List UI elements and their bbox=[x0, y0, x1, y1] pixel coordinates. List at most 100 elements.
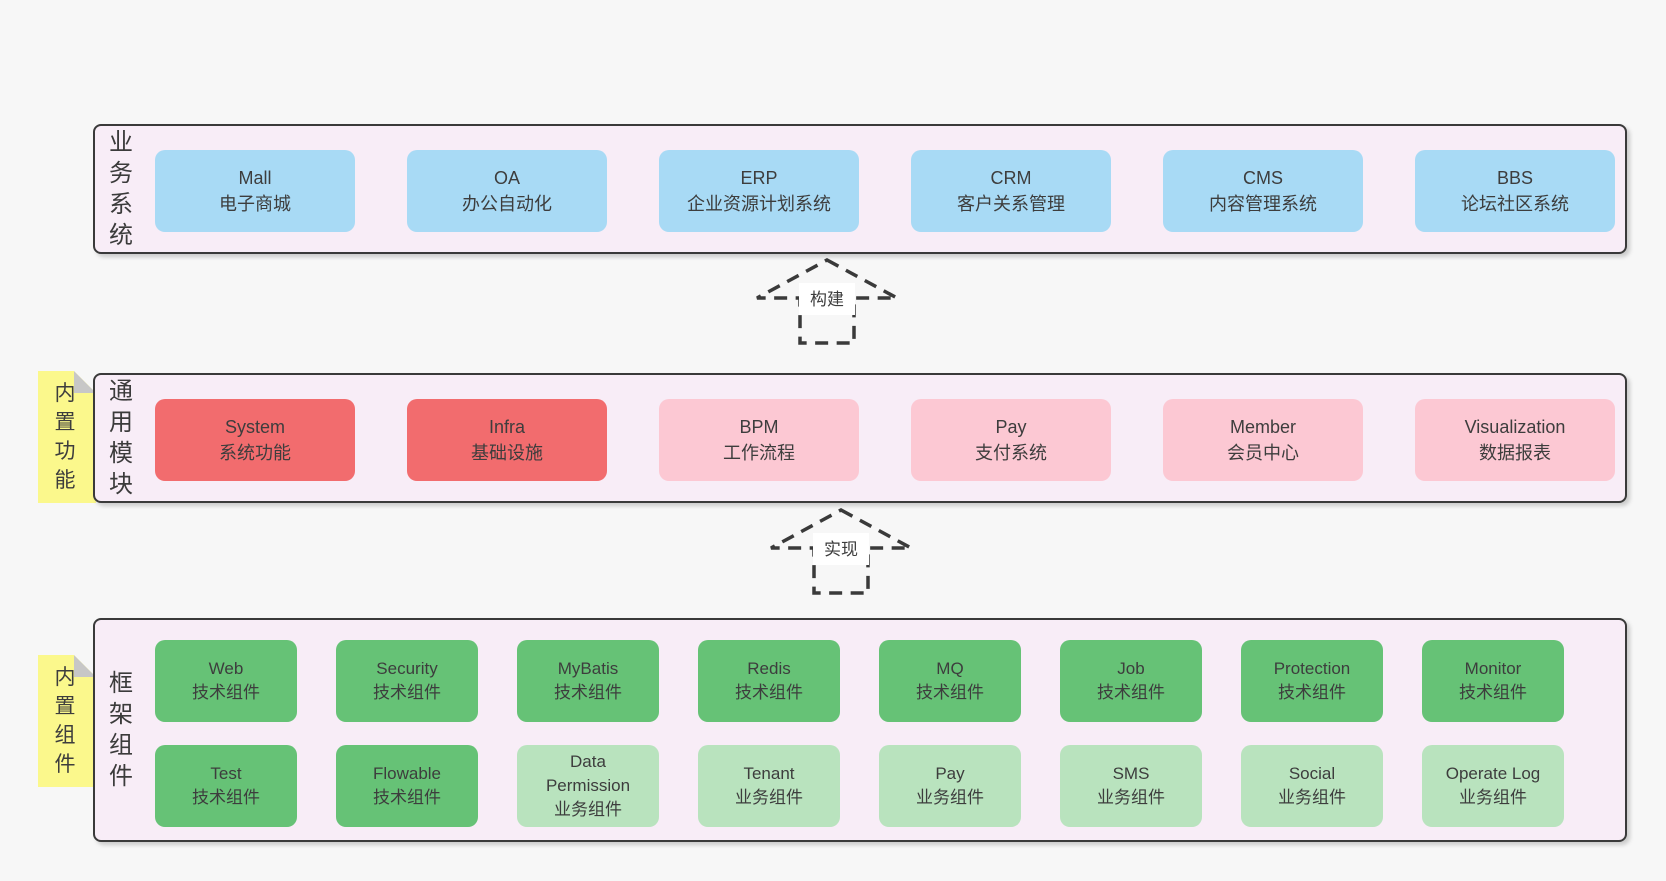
box-title: Mall bbox=[238, 168, 272, 188]
box-subtitle: 技术组件 bbox=[1097, 683, 1165, 702]
box-subtitle: 技术组件 bbox=[1459, 683, 1527, 702]
box-subtitle: 技术组件 bbox=[373, 683, 441, 702]
box-bbs: BBS 论坛社区系统 bbox=[1415, 150, 1615, 232]
box-subtitle: 会员中心 bbox=[1227, 443, 1299, 463]
implement-arrow-icon: 实现 bbox=[770, 508, 912, 595]
box-title: Web bbox=[208, 659, 244, 678]
box-mall: Mall 电子商城 bbox=[155, 150, 355, 232]
build-arrow-icon: 构建 bbox=[756, 258, 898, 345]
arrow-label: 实现 bbox=[824, 540, 858, 559]
box-title: MQ bbox=[936, 659, 964, 678]
box-title: Security bbox=[376, 659, 438, 678]
box-title: ERP bbox=[740, 168, 778, 188]
box-subtitle: 技术组件 bbox=[916, 683, 984, 702]
box-subtitle: 技术组件 bbox=[554, 683, 622, 702]
box-subtitle: 技术组件 bbox=[192, 683, 260, 702]
box-sms: SMS 业务组件 bbox=[1060, 745, 1202, 827]
box-title: Infra bbox=[488, 417, 526, 437]
box-subtitle: 系统功能 bbox=[219, 443, 291, 463]
box-tenant: Tenant 业务组件 bbox=[698, 745, 840, 827]
box-subtitle: 企业资源计划系统 bbox=[687, 194, 831, 214]
box-subtitle: 业务组件 bbox=[1278, 788, 1346, 807]
box-subtitle: 技术组件 bbox=[192, 788, 260, 807]
box-title: Member bbox=[1229, 417, 1296, 437]
box-subtitle: 业务组件 bbox=[1097, 788, 1165, 807]
box-pay-component: Pay 业务组件 bbox=[879, 745, 1021, 827]
arrow-label-bg bbox=[799, 283, 855, 315]
sticky-note-builtin-components: 内置组件 bbox=[38, 655, 96, 787]
box-pay-system: Pay 支付系统 bbox=[911, 399, 1111, 481]
box-crm: CRM 客户关系管理 bbox=[911, 150, 1111, 232]
box-data-permission: Data Permission 业务组件 bbox=[517, 745, 659, 827]
box-title: Operate Log bbox=[1445, 764, 1541, 783]
box-subtitle: 支付系统 bbox=[975, 443, 1047, 463]
box-title: Pay bbox=[995, 417, 1027, 437]
box-erp: ERP 企业资源计划系统 bbox=[659, 150, 859, 232]
box-subtitle: 技术组件 bbox=[1278, 683, 1346, 702]
panel-business-systems: 业务系统 Mall 电子商城 OA 办公自动化 ERP 企业资源计划系统 CRM… bbox=[93, 124, 1627, 254]
box-mq: MQ 技术组件 bbox=[879, 640, 1021, 722]
box-subtitle: 内容管理系统 bbox=[1209, 194, 1317, 214]
box-monitor: Monitor 技术组件 bbox=[1422, 640, 1564, 722]
box-title: SMS bbox=[1112, 764, 1150, 783]
box-title: Job bbox=[1117, 659, 1145, 678]
box-title: System bbox=[224, 417, 285, 437]
box-title: BBS bbox=[1496, 168, 1534, 188]
box-title: MyBatis bbox=[557, 659, 619, 678]
panel-framework-components: 框架组件 Web 技术组件 Security 技术组件 MyBatis 技术组件… bbox=[93, 618, 1627, 842]
box-member: Member 会员中心 bbox=[1163, 399, 1363, 481]
box-subtitle: 客户关系管理 bbox=[957, 194, 1065, 214]
arrow-label-bg bbox=[813, 533, 869, 565]
arrow-outline bbox=[770, 508, 912, 595]
box-protection: Protection 技术组件 bbox=[1241, 640, 1383, 722]
box-title: OA bbox=[493, 168, 520, 188]
box-operate-log: Operate Log 业务组件 bbox=[1422, 745, 1564, 827]
box-title: Social bbox=[1288, 764, 1336, 783]
box-subtitle: 业务组件 bbox=[554, 800, 622, 819]
note-label: 内置组件 bbox=[54, 666, 76, 776]
box-cms: CMS 内容管理系统 bbox=[1163, 150, 1363, 232]
box-oa: OA 办公自动化 bbox=[407, 150, 607, 232]
box-subtitle: 业务组件 bbox=[1459, 788, 1527, 807]
panel-label-framework-components: 框架组件 bbox=[109, 670, 133, 790]
box-title: Redis bbox=[747, 659, 791, 678]
box-subtitle: 技术组件 bbox=[735, 683, 803, 702]
box-title: Tenant bbox=[743, 764, 795, 783]
arrow-outline bbox=[756, 258, 898, 345]
box-job: Job 技术组件 bbox=[1060, 640, 1202, 722]
box-title: Visualization bbox=[1464, 417, 1566, 437]
box-subtitle: 技术组件 bbox=[373, 788, 441, 807]
box-subtitle: 基础设施 bbox=[471, 443, 543, 463]
box-visualization: Visualization 数据报表 bbox=[1415, 399, 1615, 481]
box-subtitle: 业务组件 bbox=[916, 788, 984, 807]
box-bpm: BPM 工作流程 bbox=[659, 399, 859, 481]
box-social: Social 业务组件 bbox=[1241, 745, 1383, 827]
box-subtitle: 工作流程 bbox=[723, 443, 795, 463]
box-title: CMS bbox=[1243, 168, 1283, 188]
box-title: Test bbox=[210, 764, 242, 783]
box-infra: Infra 基础设施 bbox=[407, 399, 607, 481]
box-title: Protection bbox=[1273, 659, 1351, 678]
panel-label-common-modules: 通用模块 bbox=[109, 378, 133, 498]
panel-common-modules: 通用模块 System 系统功能 Infra 基础设施 BPM 工作流程 Pay… bbox=[93, 373, 1627, 503]
panel-label-business-systems: 业务系统 bbox=[109, 129, 133, 249]
box-redis: Redis 技术组件 bbox=[698, 640, 840, 722]
box-subtitle: 业务组件 bbox=[735, 788, 803, 807]
box-title: Pay bbox=[935, 764, 965, 783]
box-title: CRM bbox=[990, 168, 1032, 188]
box-security: Security 技术组件 bbox=[336, 640, 478, 722]
box-test: Test 技术组件 bbox=[155, 745, 297, 827]
box-flowable: Flowable 技术组件 bbox=[336, 745, 478, 827]
box-subtitle: 办公自动化 bbox=[462, 194, 552, 214]
box-web: Web 技术组件 bbox=[155, 640, 297, 722]
box-title: Monitor bbox=[1464, 659, 1522, 678]
box-subtitle: 论坛社区系统 bbox=[1461, 194, 1569, 214]
sticky-note-builtin-features: 内置功能 bbox=[38, 371, 96, 503]
box-system: System 系统功能 bbox=[155, 399, 355, 481]
box-title: BPM bbox=[739, 417, 779, 437]
box-subtitle: 电子商城 bbox=[219, 194, 291, 214]
box-title: Data Permission bbox=[545, 752, 631, 795]
note-label: 内置功能 bbox=[54, 382, 76, 492]
arrow-label: 构建 bbox=[810, 290, 844, 309]
